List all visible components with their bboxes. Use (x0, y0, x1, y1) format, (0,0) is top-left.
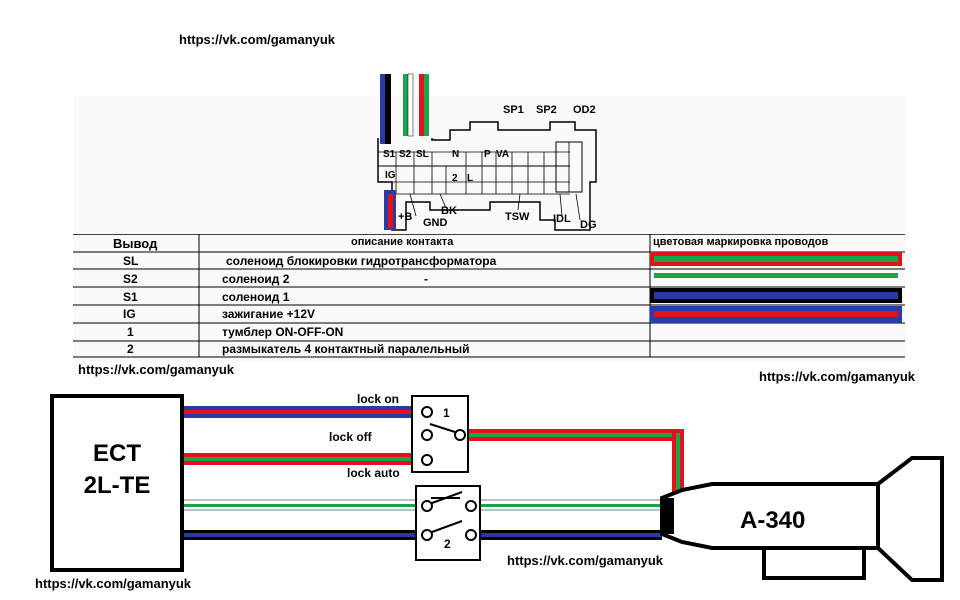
lock-on-label: lock on (357, 392, 400, 406)
pin-2: 2 (452, 173, 458, 184)
color-mark-s2-stripe (654, 273, 898, 278)
ecu-box: ECT 2L-TE (50, 394, 184, 572)
table-row-desc: зажигание +12V (222, 307, 316, 321)
connector-label-tsw: TSW (505, 211, 530, 223)
wire-s1-blue (380, 74, 385, 144)
table-row-desc: размыкатель 4 контактный паралельный (222, 342, 470, 356)
pin-n: N (452, 149, 460, 160)
table-header-color: цветовая маркировка проводов (653, 236, 829, 248)
wire-switch-out-green (462, 433, 684, 437)
connector-label-bk: BK (441, 205, 457, 217)
watermark-top: https://vk.com/gamanyuk (179, 32, 336, 47)
table-row-desc: соленоид блокировки гидротрансформатора (226, 254, 497, 268)
connector-label-od2: OD2 (573, 104, 596, 116)
watermark-right: https://vk.com/gamanyuk (759, 369, 916, 384)
pin-p: P (484, 149, 491, 160)
lock-off-label: lock off (329, 430, 372, 444)
table-row-pin: S1 (123, 290, 138, 304)
table-row-desc: тумблер ON-OFF-ON (222, 325, 344, 339)
pin-ig: IG (385, 170, 396, 181)
wire-s1-black (385, 74, 391, 144)
switch-2-number: 2 (444, 537, 451, 551)
table-row-pin: IG (123, 307, 136, 321)
table-row-pin: S2 (123, 272, 138, 286)
ecu-title: ECT (93, 440, 141, 467)
wire-b-red (388, 194, 393, 228)
connector-label-gnd: GND (423, 217, 448, 229)
connector-label-dg: DG (580, 219, 597, 231)
wire-lock-on-red (182, 410, 418, 414)
lock-auto-label: lock auto (347, 466, 400, 480)
transmission-connector (662, 498, 674, 534)
wire-sl-red (419, 74, 424, 136)
pin-sl: SL (416, 149, 429, 160)
ecu-subtitle: 2L-TE (83, 472, 151, 499)
table-row-pin: SL (123, 254, 139, 268)
table-row-desc: соленоид 2 (222, 272, 290, 286)
table-dash: - (424, 272, 428, 286)
transmission-bellhousing (876, 456, 944, 582)
connector-label-sp1: SP1 (503, 104, 524, 116)
connector-label-sp2: SP2 (536, 104, 557, 116)
watermark-bottom-mid: https://vk.com/gamanyuk (507, 553, 664, 568)
pin-s2: S2 (399, 149, 412, 160)
pin-s1: S1 (383, 149, 396, 160)
table-header-description: описание контакта (351, 236, 454, 248)
table-row-pin: 1 (127, 325, 134, 339)
connector-label-plus-b: +B (398, 211, 413, 223)
wire-s2-green (403, 74, 408, 136)
transmission-oil-pan (762, 546, 866, 580)
table-row-desc: соленоид 1 (222, 290, 290, 304)
table-header-pin: Вывод (113, 236, 158, 251)
transmission-label: A-340 (740, 507, 806, 534)
connector-diagram (377, 73, 597, 231)
wiring-diagram (181, 395, 944, 582)
watermark-bottom-left: https://vk.com/gamanyuk (35, 576, 192, 591)
watermark-left: https://vk.com/gamanyuk (78, 362, 235, 377)
wire-switch-down-green (676, 433, 680, 501)
table-row-pin: 2 (127, 342, 134, 356)
wire-lock-auto-green (182, 457, 418, 461)
pin-va: VA (496, 149, 510, 160)
pin-l: L (467, 173, 474, 184)
color-mark-ig-stripe (654, 311, 898, 317)
connector-label-idl: IDL (553, 213, 571, 225)
switch-1-number: 1 (443, 406, 450, 420)
color-mark-s1-stripe (654, 292, 898, 299)
color-mark-sl-stripe (654, 256, 898, 262)
